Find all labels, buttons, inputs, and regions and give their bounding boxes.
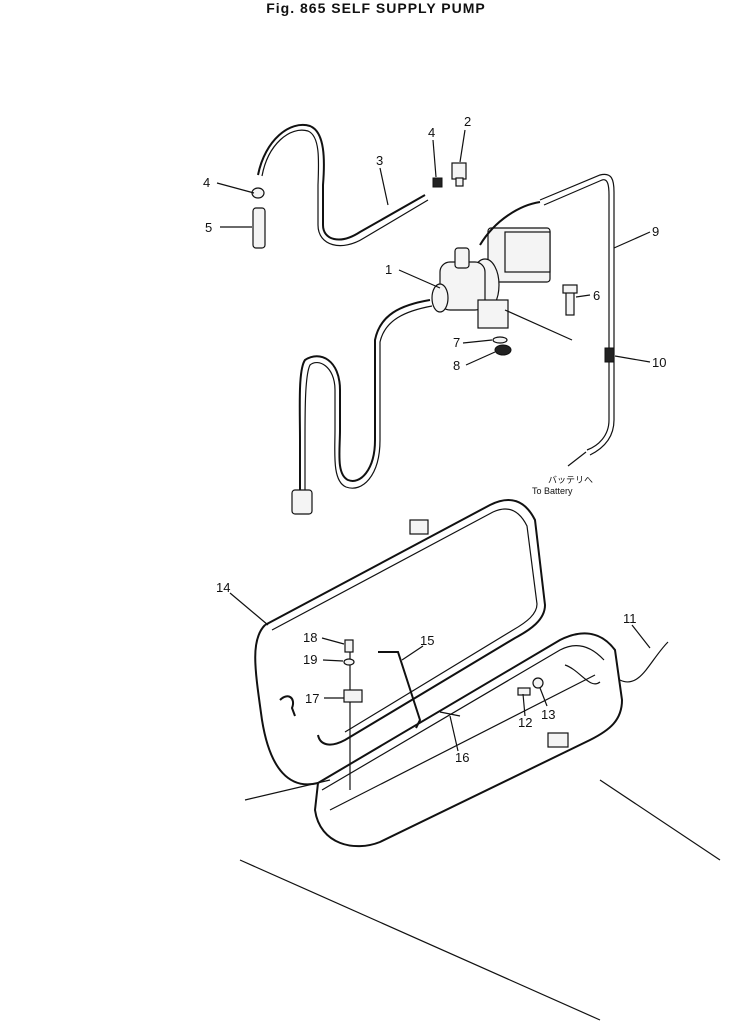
bracket-15 (378, 651, 422, 729)
fitting-2 (451, 162, 467, 187)
washer-19 (343, 658, 355, 666)
self-supply-pump (431, 201, 551, 329)
battery-label-en: To Battery (532, 486, 573, 496)
strainer (291, 489, 313, 515)
callout-5: 5 (205, 220, 212, 235)
nut-8 (494, 344, 512, 356)
callout-2: 2 (464, 114, 471, 129)
callout-1: 1 (385, 262, 392, 277)
wire-end (564, 664, 601, 685)
callout-13: 13 (541, 707, 555, 722)
bracket-17 (343, 689, 363, 703)
callout-15: 15 (420, 633, 434, 648)
tool-box (239, 499, 721, 1021)
washer-13 (532, 677, 544, 689)
callout-12: 12 (518, 715, 532, 730)
callout-16: 16 (455, 750, 469, 765)
callout-6: 6 (593, 288, 600, 303)
callout-3: 3 (376, 153, 383, 168)
callout-17: 17 (305, 691, 319, 706)
wire-11 (619, 641, 669, 683)
callout-18: 18 (303, 630, 317, 645)
figure-title: Fig. 865 SELF SUPPLY PUMP (266, 0, 486, 16)
callout-8: 8 (453, 358, 460, 373)
callout-4b: 4 (203, 175, 210, 190)
callout-19: 19 (303, 652, 317, 667)
pipe-5 (252, 207, 266, 249)
callout-14: 14 (216, 580, 230, 595)
battery-label-jp: バッテリへ (548, 475, 593, 485)
clamp-4a (432, 177, 443, 188)
callout-4a: 4 (428, 125, 435, 140)
bolt-18 (344, 639, 354, 653)
callout-11: 11 (623, 611, 637, 626)
leader-lines (216, 129, 651, 752)
clamp-16 (439, 711, 461, 717)
latch (279, 695, 296, 717)
washer-7 (492, 336, 508, 344)
suction-hose (298, 299, 433, 490)
connector-10 (604, 347, 615, 363)
battery-lead (567, 451, 587, 467)
callout-7: 7 (453, 335, 460, 350)
hose-3 (257, 123, 429, 247)
callout-9: 9 (652, 224, 659, 239)
wire-9 (539, 173, 615, 456)
bolt-6 (562, 284, 578, 316)
callout-10: 10 (652, 355, 666, 370)
bolt-12 (517, 687, 531, 696)
